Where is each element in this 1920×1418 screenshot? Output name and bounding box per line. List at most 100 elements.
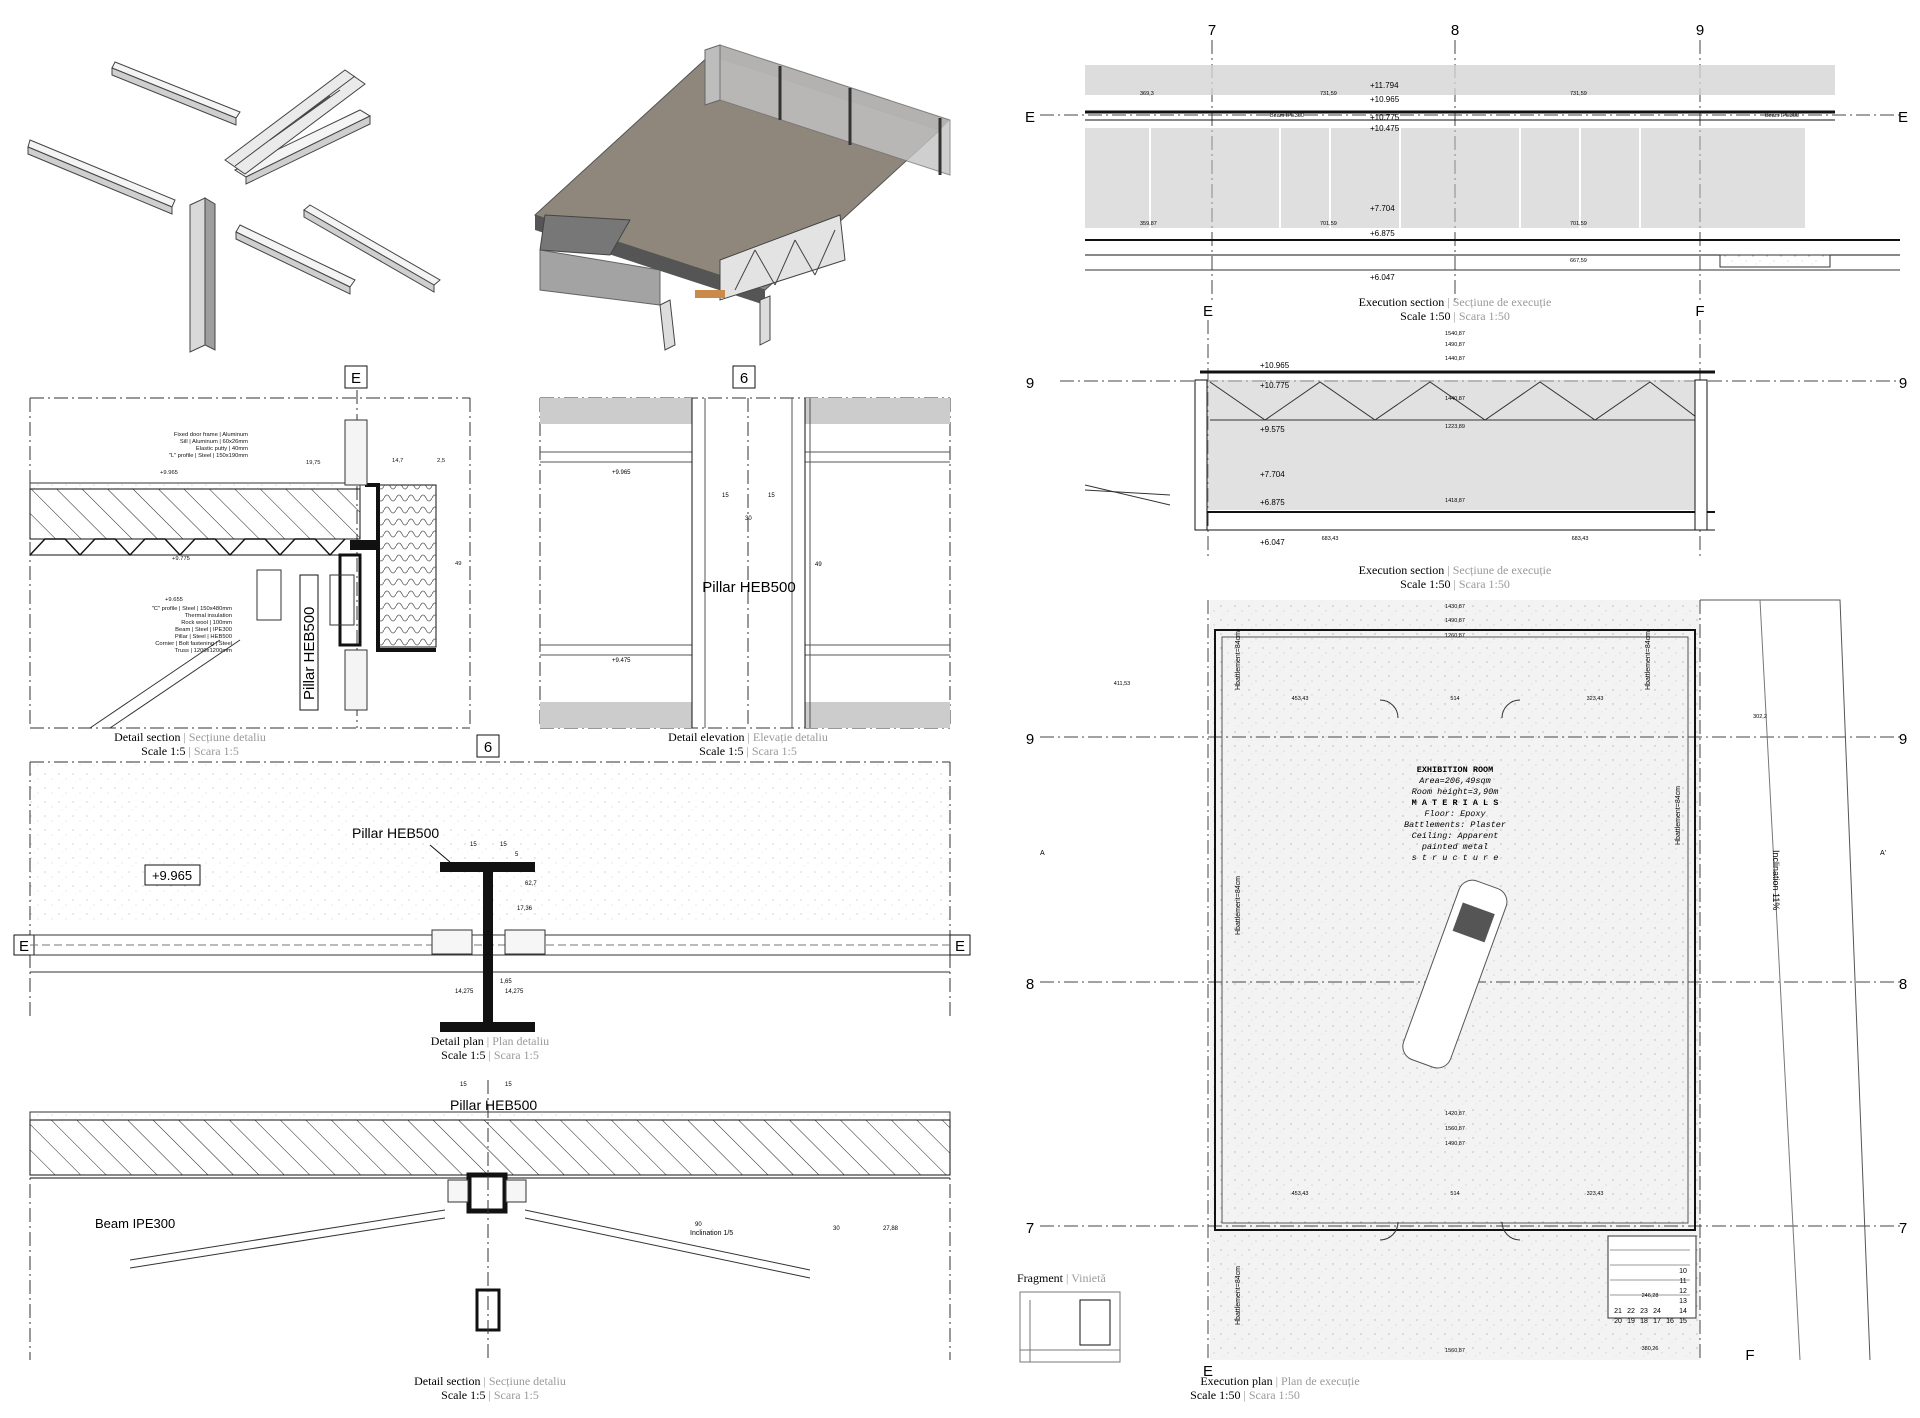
grid-label-e-left: E	[1025, 109, 1035, 126]
scale: Scale 1:5	[441, 1388, 485, 1402]
scale-ro: Scara 1:50	[1459, 309, 1510, 323]
room-ceiling-3: s t r u c t u r e	[1412, 853, 1499, 863]
detail-plan: 6 E E +9.965 Pillar HEB500 15 15 5 62,7 …	[13, 734, 971, 1062]
svg-text:Execution plan | Plan de execu: Execution plan | Plan de execuție	[1200, 1374, 1359, 1388]
stair-11: 11	[1679, 1278, 1686, 1285]
dim-70159b: 701,59	[1570, 221, 1587, 227]
stair-22: 22	[1627, 1308, 1635, 1315]
dim-38026: 380,26	[1642, 1346, 1659, 1352]
dim-165: 1,65	[500, 979, 512, 985]
dim-144087b: 1440,87	[1445, 396, 1465, 402]
level-6875: +6.875	[1260, 498, 1285, 507]
note-beam: Beam | Steel | IPE300	[175, 627, 232, 633]
stair-17: 17	[1653, 1318, 1661, 1325]
room-battlements: Battlements: Plaster	[1404, 820, 1506, 830]
beam-label-a: Beam IPE300	[1270, 113, 1304, 119]
level-9575: +9.575	[1260, 425, 1285, 434]
dim-15b: 15	[500, 842, 507, 848]
svg-text:Scale 1:5 | Scara 1:5: Scale 1:5 | Scara 1:5	[699, 744, 797, 758]
caption-ro: Plan detaliu	[492, 1034, 549, 1048]
scale: Scale 1:5	[141, 744, 185, 758]
note-thermal: Thermal insulation	[185, 613, 232, 619]
room-area: Area=206,49sqm	[1418, 776, 1490, 786]
grid-label-e-right: E	[1898, 109, 1908, 126]
dim-68343b: 683,43	[1572, 536, 1589, 542]
scale: Scale 1:50	[1190, 1388, 1240, 1402]
dim-14275a: 14,275	[455, 989, 474, 995]
pillar-label: Pillar HEB500	[352, 825, 439, 841]
note-rockwool: Rock wool | 100mm	[181, 620, 232, 626]
dim-141887: 1418,87	[1445, 498, 1465, 504]
svg-text:Scale 1:5 | Scara 1:5: Scale 1:5 | Scara 1:5	[441, 1388, 539, 1402]
svg-text:Detail elevation | Elevație de: Detail elevation | Elevație detaliu	[668, 730, 828, 744]
stair-20: 20	[1614, 1318, 1622, 1325]
battlement-3: Hbattlement=84cm	[1235, 876, 1242, 935]
scale-ro: Scara 1:5	[494, 1048, 539, 1062]
stair-19: 19	[1627, 1318, 1635, 1325]
level-6875: +6.875	[1370, 229, 1395, 238]
stair-13: 13	[1679, 1298, 1687, 1305]
execution-section-1: 7 8 9 E E +11.794 +10.965 +10.775 +10.47…	[1025, 22, 1908, 323]
stair-15: 15	[1679, 1318, 1687, 1325]
dim-15a: 15	[470, 842, 477, 848]
caption: Detail section	[414, 1374, 480, 1388]
dim-1975: 19,75	[306, 460, 321, 466]
site-plan-thumbnail-icon	[1019, 1291, 1121, 1363]
level-7704: +7.704	[1260, 470, 1285, 479]
note-pillar: Pillar | Steel | HEB500	[175, 634, 232, 640]
grid-label-e: E	[351, 370, 361, 387]
battlement-1: Hbattlement=84cm	[1235, 631, 1242, 690]
dim-15b: 15	[505, 1082, 512, 1088]
svg-text:Fragment | Vinietă: Fragment | Vinietă	[1017, 1271, 1106, 1285]
level-11794: +11.794	[1370, 81, 1399, 90]
svg-text:Scale 1:5 | Scara 1:5: Scale 1:5 | Scara 1:5	[141, 744, 239, 758]
scale-ro: Scara 1:50	[1459, 577, 1510, 591]
grid-label-7: 7	[1208, 22, 1216, 39]
grid-label-e: E	[1203, 1363, 1213, 1380]
stair-14: 14	[1679, 1308, 1687, 1315]
dim-14275b: 14,275	[505, 989, 524, 995]
dim-126087: 1260,87	[1445, 633, 1465, 639]
execution-plan: 9 9 8 8 7 7 E F EXHIBITION ROOM Area=206…	[1026, 599, 1907, 1402]
level-10775: +10.775	[1370, 113, 1400, 122]
caption-ro: Secțiune de execuție	[1453, 563, 1552, 577]
room-height: Room height=3,90m	[1412, 787, 1499, 797]
dim-90: 90	[695, 1222, 702, 1228]
stair-23: 23	[1640, 1308, 1648, 1315]
scale-ro: Scara 1:5	[194, 744, 239, 758]
svg-text:Scale 1:5 | Scara 1:5: Scale 1:5 | Scara 1:5	[441, 1048, 539, 1062]
stair-10: 10	[1679, 1268, 1687, 1275]
caption: Detail plan	[431, 1034, 484, 1048]
dim-147: 14,7	[392, 458, 403, 464]
dim-41153: 411,53	[1114, 681, 1130, 687]
svg-text:Execution section | Secțiune d: Execution section | Secțiune de execuție	[1359, 563, 1552, 577]
caption-ro: Elevație detaliu	[753, 730, 828, 744]
level-10965: +10.965	[1260, 361, 1290, 370]
pillar-label: Pillar HEB500	[702, 579, 795, 596]
grid-label-9-left: 9	[1026, 375, 1034, 392]
dim-122389: 1223,89	[1445, 424, 1465, 430]
dim-156087b: 1560,87	[1445, 1348, 1465, 1354]
level-9965: +9.965	[152, 868, 192, 883]
dim-156087: 1560,87	[1445, 1126, 1465, 1132]
inclination-label: Inclination 1/5	[690, 1230, 733, 1237]
pillar-label: Pillar HEB500	[301, 607, 318, 700]
scale: Scale 1:5	[699, 744, 743, 758]
section-mark-a: A	[1040, 850, 1045, 857]
svg-text:Detail plan | Plan detaliu: Detail plan | Plan detaliu	[431, 1034, 549, 1048]
stair-18: 18	[1640, 1318, 1648, 1325]
dim-35987: 359,87	[1140, 221, 1157, 227]
dim-15a: 15	[722, 493, 729, 499]
dim-45343b: 453,43	[1292, 1191, 1309, 1197]
dim-144087: 1440,87	[1445, 356, 1465, 362]
caption-ro: Secțiune de execuție	[1453, 295, 1552, 309]
dim-32343: 323,43	[1587, 696, 1604, 702]
scale: Scale 1:50	[1400, 309, 1450, 323]
level-7704: +7.704	[1370, 204, 1395, 213]
dim-66759: 667,59	[1570, 258, 1587, 264]
note-door-frame: Fixed door frame | Aluminum	[174, 432, 248, 438]
grid-label-6: 6	[484, 739, 492, 756]
beam-label: Beam IPE300	[95, 1216, 175, 1231]
grid-label-f: F	[1745, 1347, 1754, 1364]
